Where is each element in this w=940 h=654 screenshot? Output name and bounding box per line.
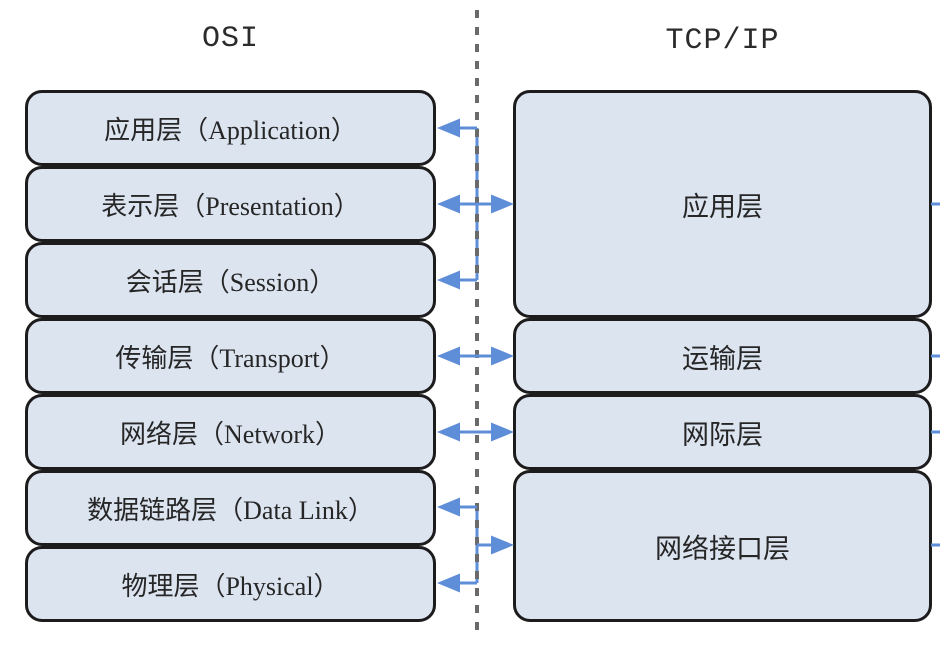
arrow-transport-bidirectional	[437, 346, 514, 366]
osi-layer-label: 传输层（Transport）	[115, 343, 346, 373]
osi-layer-label: 网络层（Network）	[120, 419, 341, 449]
osi-layer-label: 物理层（Physical）	[121, 571, 340, 601]
osi-column-title: OSI	[201, 22, 259, 56]
osi-layer-datalink: 数据链路层（Data Link）	[25, 470, 436, 546]
tcpip-layer-label: 运输层	[682, 343, 763, 374]
arrow-presentation-application-bidirectional	[437, 194, 514, 214]
osi-layer-label: 表示层（Presentation）	[101, 191, 360, 221]
arrow-to-osi-datalink	[437, 497, 477, 517]
tcpip-layer-application: 应用层	[513, 90, 932, 318]
tcpip-column-title: TCP/IP	[665, 24, 780, 58]
osi-layer-session: 会话层（Session）	[25, 242, 436, 318]
tcpip-layer-label: 应用层	[682, 191, 763, 222]
tcpip-layer-internet: 网际层	[513, 394, 932, 470]
arrow-to-osi-application	[437, 118, 477, 138]
tcpip-layer-label: 网络接口层	[655, 533, 790, 564]
arrow-to-tcpip-network-interface	[477, 535, 514, 555]
osi-layer-network: 网络层（Network）	[25, 394, 436, 470]
osi-layer-label: 应用层（Application）	[104, 115, 357, 145]
arrow-to-osi-physical	[437, 573, 477, 593]
osi-layer-presentation: 表示层（Presentation）	[25, 166, 436, 242]
arrow-to-osi-session	[437, 270, 477, 290]
osi-layer-application: 应用层（Application）	[25, 90, 436, 166]
tcpip-layer-network-interface: 网络接口层	[513, 470, 932, 622]
osi-layer-transport: 传输层（Transport）	[25, 318, 436, 394]
osi-layer-physical: 物理层（Physical）	[25, 546, 436, 622]
arrow-network-internet-bidirectional	[437, 422, 514, 442]
osi-layer-label: 会话层（Session）	[125, 267, 336, 297]
tcpip-layer-label: 网际层	[682, 419, 763, 450]
osi-layer-label: 数据链路层（Data Link）	[87, 495, 374, 525]
tcpip-layer-transport: 运输层	[513, 318, 932, 394]
